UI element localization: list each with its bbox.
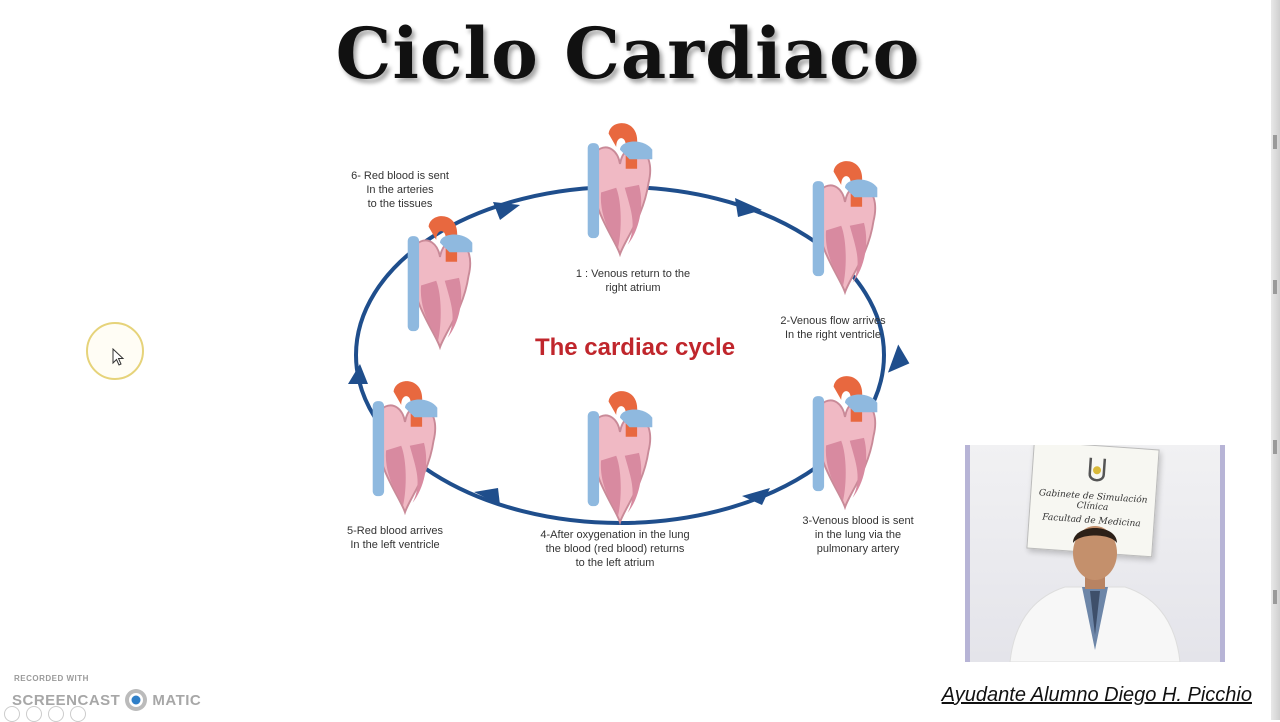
heart-illustration-icon bbox=[373, 381, 438, 512]
screencast-o-matic-logo-icon bbox=[124, 688, 148, 712]
cycle-center-label: The cardiac cycle bbox=[510, 334, 760, 362]
heart-illustration-icon bbox=[588, 123, 653, 254]
step-1-label: 1 : Venous return to the right atrium bbox=[548, 267, 718, 295]
slide-title: Ciclo Cardiaco bbox=[0, 12, 1256, 95]
cycle-arrow-head bbox=[888, 344, 914, 378]
heart-illustration-icon bbox=[408, 216, 473, 347]
heart-illustration-icon bbox=[813, 161, 878, 292]
step-3-label: 3-Venous blood is sent in the lung via t… bbox=[773, 514, 943, 556]
presenter-video: Gabinete de Simulación Clínica Facultad … bbox=[965, 445, 1225, 662]
scroll-mark bbox=[1273, 440, 1277, 454]
step-2-label: 2-Venous flow arrives In the right ventr… bbox=[748, 314, 918, 342]
heart-illustration-icon bbox=[588, 391, 653, 522]
presenter-figure bbox=[970, 445, 1220, 662]
scroll-mark bbox=[1273, 135, 1277, 149]
step-6-label: 6- Red blood is sent In the arteries to … bbox=[315, 169, 485, 211]
cycle-arrow-head bbox=[735, 198, 762, 217]
cardiac-cycle-diagram: The cardiac cycle 1 : Venous return to t… bbox=[330, 120, 930, 580]
scroll-mark bbox=[1273, 280, 1277, 294]
scroll-mark bbox=[1273, 590, 1277, 604]
step-5-label: 5-Red blood arrives In the left ventricl… bbox=[310, 524, 480, 552]
heart-illustration-icon bbox=[813, 376, 878, 507]
presenter-credit: Ayudante Alumno Diego H. Picchio bbox=[942, 684, 1252, 707]
watermark-right-word: MATIC bbox=[152, 692, 201, 709]
recorded-with-label: RECORDED WITH bbox=[14, 674, 89, 683]
pointer-arrow-icon bbox=[112, 348, 126, 368]
cycle-arrow-head bbox=[493, 202, 520, 220]
step-4-label: 4-After oxygenation in the lung the bloo… bbox=[530, 528, 700, 570]
scrollbar[interactable] bbox=[1271, 0, 1280, 720]
